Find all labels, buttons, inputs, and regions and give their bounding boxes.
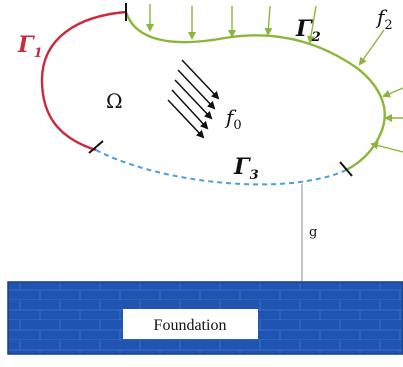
gamma3-boundary <box>95 149 347 186</box>
domain-label: Ω <box>106 89 123 113</box>
junction-tick-left <box>88 140 104 154</box>
traction-label: f2 <box>375 5 393 33</box>
body-force-arrows <box>167 59 220 139</box>
body-force-label: f0 <box>224 105 242 133</box>
gamma1-label: Γ1 <box>17 32 43 61</box>
junction-tick-right <box>339 161 353 177</box>
foundation-label-box <box>123 309 258 339</box>
gap-label: g <box>309 225 317 240</box>
foundation-label: Foundation <box>154 317 227 334</box>
gamma2-label: Γ2 <box>295 16 321 45</box>
gamma3-label: Γ3 <box>233 154 259 183</box>
gamma2-boundary <box>124 11 386 172</box>
gamma1-boundary <box>40 10 127 152</box>
traction-arrows <box>146 4 403 153</box>
